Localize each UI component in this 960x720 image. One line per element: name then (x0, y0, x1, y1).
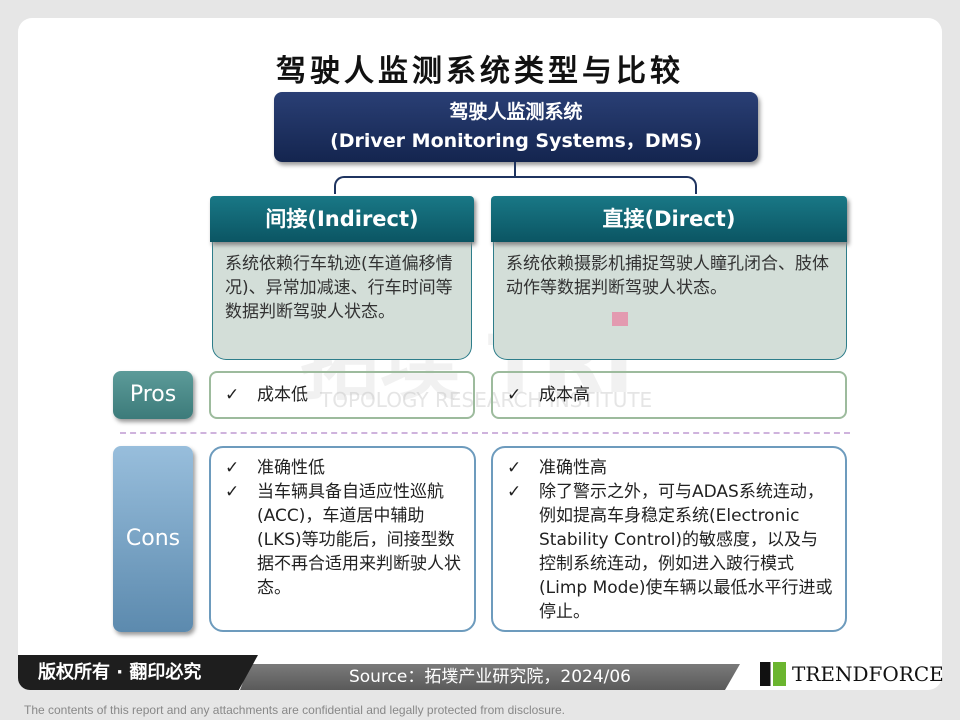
dms-title: 驾驶人监测系统 (449, 101, 583, 123)
pro-item: 成本高 (539, 385, 590, 405)
indirect-pros: ✓ 成本低 (209, 371, 475, 419)
dms-root-box: 驾驶人监测系统 (Driver Monitoring Systems，DMS) (274, 92, 758, 162)
indirect-header: 间接(Indirect) (210, 196, 474, 242)
pros-label: Pros (113, 371, 193, 419)
connector-bracket (334, 176, 697, 194)
indirect-description: 系统依赖行车轨迹(车道偏移情况)、异常加减速、行车时间等数据判断驾驶人状态。 (212, 240, 472, 360)
check-icon: ✓ (225, 458, 240, 478)
direct-cons: ✓ 准确性高 ✓ 除了警示之外，可与ADAS系统连动，例如提高车身稳定系统(Elec… (491, 446, 847, 632)
brand-name: TRENDFORCE (792, 662, 944, 686)
con-item: 准确性高 (539, 458, 607, 478)
direct-pros: ✓ 成本高 (491, 371, 847, 419)
indirect-cons: ✓ 准确性低 ✓ 当车辆具备自适应性巡航(ACC)，车道居中辅助(LKS)等功能后，… (209, 446, 476, 632)
check-icon: ✓ (507, 385, 522, 405)
connector-stem (514, 162, 516, 176)
con-item: 当车辆具备自适应性巡航(ACC)，车道居中辅助(LKS)等功能后，间接型数据不再… (257, 482, 461, 598)
trendforce-logo: TRENDFORCE (760, 662, 944, 686)
copyright-label: 版权所有 · 翻印必究 (18, 655, 258, 690)
direct-description: 系统依赖摄影机捕捉驾驶人瞳孔闭合、肢体动作等数据判断驾驶人状态。 (493, 240, 847, 360)
watermark-dot (612, 312, 628, 326)
check-icon: ✓ (225, 385, 240, 405)
con-item: 除了警示之外，可与ADAS系统连动，例如提高车身稳定系统(Electronic … (539, 482, 833, 622)
check-icon: ✓ (507, 482, 522, 502)
disclaimer: The contents of this report and any atta… (24, 703, 565, 717)
check-icon: ✓ (225, 482, 240, 502)
divider (120, 432, 850, 434)
con-item: 准确性低 (257, 458, 325, 478)
trendforce-logo-icon (760, 662, 786, 686)
pro-item: 成本低 (257, 385, 308, 405)
direct-header: 直接(Direct) (491, 196, 847, 242)
dms-subtitle: (Driver Monitoring Systems，DMS) (330, 130, 702, 152)
source-bar: Source：拓墣产业研究院，2024/06 (240, 664, 740, 690)
page-title: 驾驶人监测系统类型与比较 (276, 54, 684, 89)
cons-label: Cons (113, 446, 193, 632)
watermark-sub: TOPOLOGY RESEARCH INSTITUTE (320, 388, 653, 412)
check-icon: ✓ (507, 458, 522, 478)
